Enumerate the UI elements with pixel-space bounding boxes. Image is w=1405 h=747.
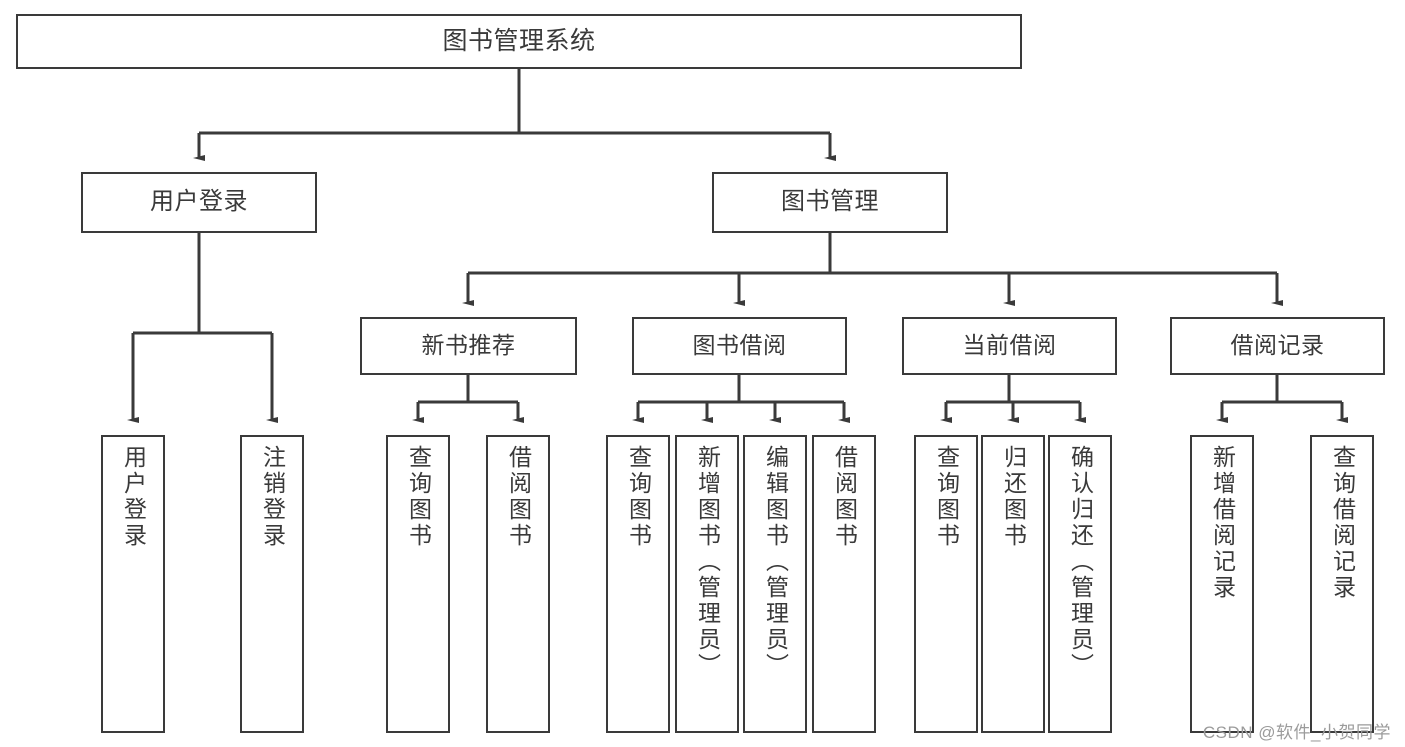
node-leaf-confirm-return[interactable]: 确认归还（管理员） [1048, 435, 1112, 733]
node-current-borrow[interactable]: 当前借阅 [902, 317, 1117, 375]
node-leaf-add-book-label: 新增图书（管理员） [694, 445, 721, 679]
node-leaf-borrow-book-1[interactable]: 借阅图书 [486, 435, 550, 733]
node-new-book-rec-label: 新书推荐 [421, 332, 516, 359]
node-leaf-query-book-3-label: 查询图书 [933, 445, 960, 549]
node-root-label: 图书管理系统 [442, 26, 596, 55]
node-leaf-add-record[interactable]: 新增借阅记录 [1190, 435, 1254, 733]
node-leaf-query-book-1-label: 查询图书 [405, 445, 432, 549]
csdn-watermark: CSDN @软件_小贺同学 [1202, 723, 1391, 742]
node-leaf-borrow-book-2[interactable]: 借阅图书 [812, 435, 876, 733]
node-leaf-query-record[interactable]: 查询借阅记录 [1310, 435, 1374, 733]
node-book-manage[interactable]: 图书管理 [712, 172, 948, 233]
node-leaf-query-book-1[interactable]: 查询图书 [386, 435, 450, 733]
node-user-login[interactable]: 用户登录 [81, 172, 317, 233]
node-leaf-add-book[interactable]: 新增图书（管理员） [675, 435, 739, 733]
node-book-borrow-label: 图书借阅 [692, 332, 787, 359]
node-current-borrow-label: 当前借阅 [962, 332, 1057, 359]
node-leaf-edit-book[interactable]: 编辑图书（管理员） [743, 435, 807, 733]
node-book-manage-label: 图书管理 [781, 188, 879, 216]
node-leaf-confirm-return-label: 确认归还（管理员） [1067, 445, 1094, 679]
node-leaf-query-book-3[interactable]: 查询图书 [914, 435, 978, 733]
node-leaf-edit-book-label: 编辑图书（管理员） [762, 445, 789, 679]
node-leaf-return-book[interactable]: 归还图书 [981, 435, 1045, 733]
node-borrow-record[interactable]: 借阅记录 [1170, 317, 1385, 375]
node-book-borrow[interactable]: 图书借阅 [632, 317, 847, 375]
node-root[interactable]: 图书管理系统 [16, 14, 1022, 69]
node-leaf-logout-login[interactable]: 注销登录 [240, 435, 304, 733]
node-new-book-rec[interactable]: 新书推荐 [360, 317, 577, 375]
node-leaf-borrow-book-2-label: 借阅图书 [831, 445, 858, 549]
node-leaf-return-book-label: 归还图书 [1000, 445, 1027, 549]
node-user-login-label: 用户登录 [150, 188, 248, 216]
node-leaf-query-book-2[interactable]: 查询图书 [606, 435, 670, 733]
node-leaf-user-login[interactable]: 用户登录 [101, 435, 165, 733]
node-borrow-record-label: 借阅记录 [1230, 332, 1325, 359]
node-leaf-add-record-label: 新增借阅记录 [1209, 445, 1236, 601]
node-leaf-query-record-label: 查询借阅记录 [1329, 445, 1356, 601]
node-leaf-query-book-2-label: 查询图书 [625, 445, 652, 549]
node-leaf-user-login-label: 用户登录 [120, 445, 147, 549]
node-leaf-logout-login-label: 注销登录 [259, 445, 286, 549]
node-leaf-borrow-book-1-label: 借阅图书 [505, 445, 532, 549]
